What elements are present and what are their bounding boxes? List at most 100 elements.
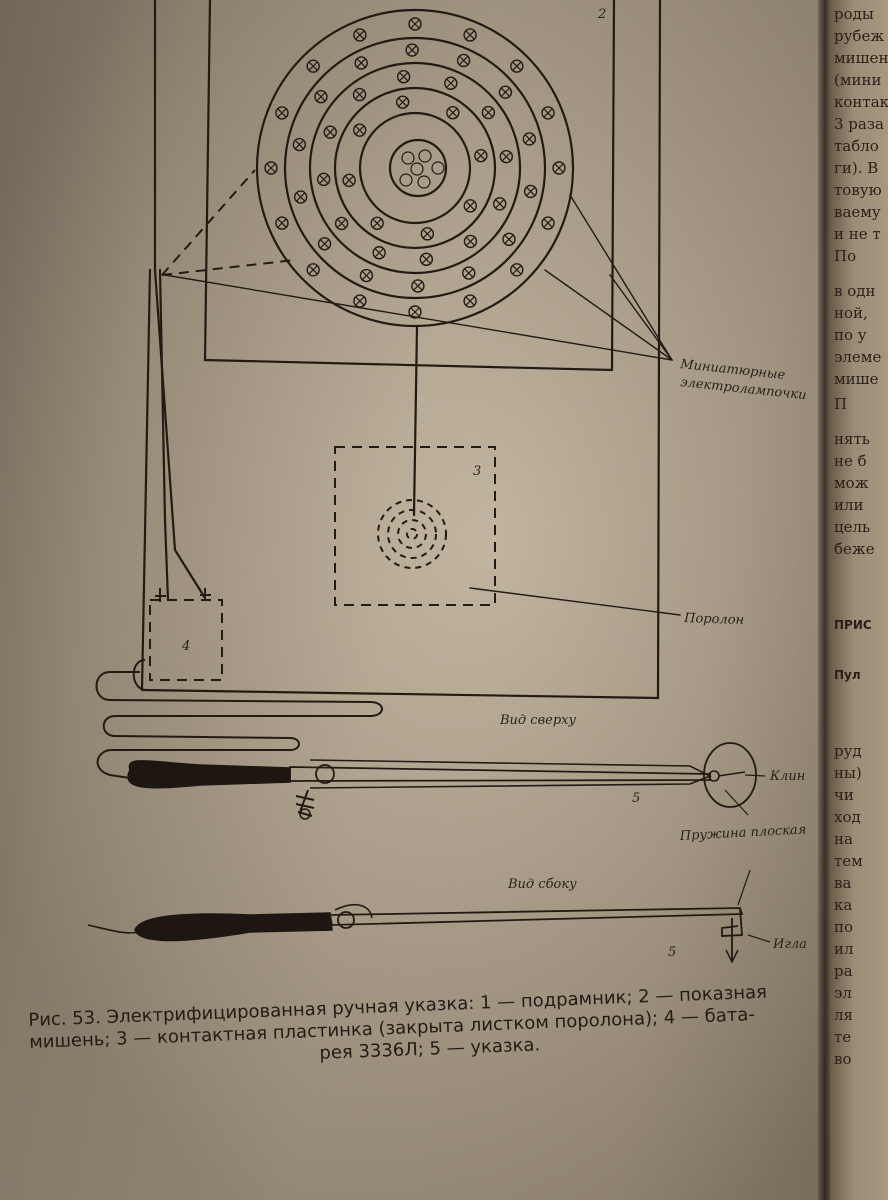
facing-page-line: ны) (834, 764, 862, 782)
lamp (292, 137, 307, 152)
lamp-group (264, 17, 566, 319)
lamp (420, 227, 435, 241)
facing-page-line: По (834, 247, 857, 265)
lamp (522, 132, 537, 146)
lamp (493, 197, 507, 211)
facing-page-line: ка (834, 896, 853, 914)
facing-page-line: мише (834, 370, 879, 388)
contact-plate-spiral (377, 499, 447, 569)
facing-page-line: ПРИС (834, 618, 872, 632)
lamp (264, 161, 278, 175)
lamp (395, 95, 410, 109)
lamp (408, 17, 422, 31)
facing-page-line: и не т (834, 225, 881, 243)
facing-page-line: элеме (834, 348, 882, 366)
target-ring-3 (308, 61, 522, 275)
label-needle: Игла (772, 937, 807, 952)
label-panel-2: 2 (597, 7, 606, 22)
contact-plate-foam (334, 446, 496, 606)
label-battery-4: 4 (181, 639, 190, 654)
facing-page-line: товую (834, 181, 882, 199)
lamp (463, 234, 478, 249)
lamp (552, 161, 566, 175)
frame-left-lower (140, 268, 152, 692)
target-panel (203, 0, 616, 372)
lamp (510, 263, 524, 277)
facing-page-line: во (834, 1050, 852, 1068)
lamp (474, 148, 488, 163)
facing-page-line: ваему (834, 203, 881, 221)
foam-leader (469, 587, 681, 616)
label-wedge: Клин (769, 769, 805, 784)
facing-page-line: ил (834, 940, 854, 958)
label-lamps-line2: электролампочки (680, 375, 808, 403)
facing-page-line: тем (834, 852, 863, 870)
facing-page-line: эл (834, 984, 852, 1002)
lamp (334, 216, 349, 231)
frame-outer (140, 0, 662, 700)
label-pointer-5-side: 5 (668, 945, 676, 960)
facing-page-line: мож (834, 474, 869, 492)
lamp (372, 246, 386, 260)
facing-page-line: роды (834, 5, 874, 23)
facing-page-line: табло (834, 137, 879, 155)
lamp (498, 85, 513, 99)
book-gutter (818, 0, 832, 1200)
lamp (463, 199, 477, 213)
lamp (446, 106, 460, 120)
lamp (405, 43, 419, 57)
lamp (444, 76, 458, 90)
lamp (306, 59, 320, 73)
lamp (352, 87, 367, 102)
facing-page-line: или (834, 496, 864, 514)
battery-box (149, 599, 223, 681)
lamp (456, 53, 471, 68)
lamp (463, 294, 477, 308)
lamp (317, 237, 332, 251)
facing-page-line: нять (834, 430, 870, 448)
facing-page-line: чи (834, 786, 854, 804)
facing-page-line: руд (834, 742, 862, 760)
target-bullseye (388, 138, 448, 198)
target-ring-5 (358, 111, 472, 225)
facing-page-line: (мини (834, 71, 882, 89)
facing-page-line: ля (834, 1006, 853, 1024)
pointer-cable (95, 671, 383, 779)
lamp (396, 70, 411, 84)
lamp-leader-1 (544, 269, 673, 361)
lamp (408, 305, 422, 319)
lamp (502, 232, 516, 246)
facing-page-line: контак (834, 93, 888, 111)
facing-page-line: Пул (834, 668, 861, 682)
label-top-view: Вид сверху (499, 713, 576, 728)
lamp (510, 59, 524, 73)
lamp (370, 216, 384, 230)
target-wire (412, 324, 419, 517)
lamp (359, 268, 374, 283)
facing-page-line: в одн (834, 282, 876, 300)
dashed-wire-2 (161, 259, 296, 276)
facing-page-line: по (834, 918, 854, 936)
lamp (541, 216, 555, 230)
facing-page-line: П (834, 395, 848, 413)
label-foam: Поролон (683, 611, 744, 628)
bullseye-lamps (399, 149, 445, 189)
lamp (541, 106, 555, 120)
lamp (317, 172, 331, 187)
facing-page-line: не б (834, 452, 867, 470)
facing-page-line: по у (834, 326, 867, 344)
target-ring-2 (283, 36, 547, 300)
label-spring: Пружина плоская (678, 822, 806, 844)
label-plate-3: 3 (473, 464, 481, 479)
lamp (293, 190, 308, 204)
lamp (353, 28, 367, 42)
lamp (353, 123, 367, 137)
facing-page-line: те (834, 1028, 852, 1046)
lamp (354, 56, 368, 70)
lamp-leader-3 (609, 274, 673, 361)
lamp (419, 252, 434, 266)
facing-page-line: ги). В (834, 159, 879, 177)
